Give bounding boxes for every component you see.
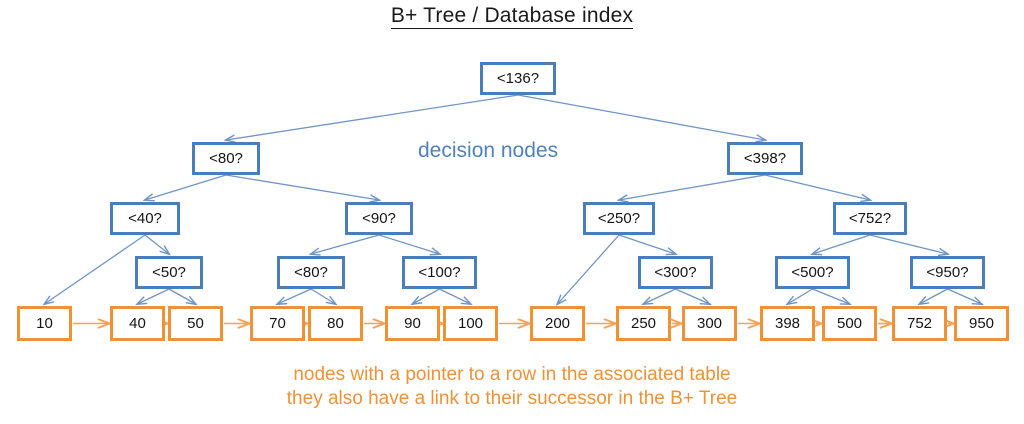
tree-edge	[278, 288, 312, 304]
tree-edge	[144, 234, 169, 254]
tree-edge	[225, 174, 379, 200]
leaf-node-40[interactable]: 40	[110, 306, 165, 341]
tree-edge	[310, 288, 336, 304]
tree-edge	[45, 234, 146, 304]
leaf-node-398[interactable]: 398	[760, 306, 815, 341]
tree-edge	[517, 94, 765, 140]
tree-edge	[813, 234, 871, 254]
decision-node-300[interactable]: <300?	[638, 256, 713, 289]
tree-edge	[439, 288, 471, 304]
tree-edge	[378, 234, 440, 254]
page-title-text: B+ Tree / Database index	[390, 4, 634, 29]
tree-edge	[869, 234, 948, 254]
leaf-nodes-caption: nodes with a pointer to a row in the ass…	[0, 363, 1024, 411]
decision-node-398[interactable]: <398?	[727, 142, 803, 175]
decision-nodes-annotation: decision nodes	[418, 139, 559, 162]
decision-node-950[interactable]: <950?	[910, 256, 985, 289]
tree-edge	[812, 288, 850, 304]
decision-node-250[interactable]: <250?	[583, 202, 655, 235]
decision-node-40[interactable]: <40?	[110, 202, 180, 235]
tree-edge	[226, 94, 519, 140]
page-title: B+ Tree / Database index	[0, 4, 1024, 29]
tree-edge	[138, 288, 170, 304]
leaf-node-100[interactable]: 100	[443, 306, 498, 341]
leaf-node-70[interactable]: 70	[250, 306, 305, 341]
leaf-node-90[interactable]: 90	[385, 306, 440, 341]
leaf-node-300[interactable]: 300	[682, 306, 737, 341]
tree-edge	[618, 234, 676, 254]
tree-edge	[947, 288, 982, 304]
decision-node-752[interactable]: <752?	[833, 202, 907, 235]
leaf-node-10[interactable]: 10	[17, 306, 72, 341]
tree-edge	[675, 288, 710, 304]
leaf-node-80[interactable]: 80	[308, 306, 363, 341]
leaf-node-50[interactable]: 50	[168, 306, 223, 341]
decision-node-100[interactable]: <100?	[402, 256, 477, 289]
tree-edge	[413, 288, 440, 304]
decision-node-500[interactable]: <500?	[775, 256, 850, 289]
leaf-node-500[interactable]: 500	[822, 306, 877, 341]
tree-edge	[145, 174, 227, 200]
caption-line-1: nodes with a pointer to a row in the ass…	[293, 364, 731, 385]
leaf-node-200[interactable]: 200	[530, 306, 585, 341]
tree-edge	[644, 288, 676, 304]
decision-node-80[interactable]: <80?	[192, 142, 260, 175]
decision-node-136[interactable]: <136?	[480, 62, 556, 95]
tree-edge	[558, 234, 620, 304]
decision-node-80[interactable]: <80?	[277, 256, 345, 289]
leaf-node-752[interactable]: 752	[892, 306, 947, 341]
leaf-node-250[interactable]: 250	[616, 306, 671, 341]
tree-edge	[764, 174, 870, 200]
tree-edge	[619, 174, 766, 200]
caption-line-2: they also have a link to their successor…	[286, 388, 738, 409]
tree-edge	[920, 288, 948, 304]
tree-edge	[168, 288, 196, 304]
tree-edge	[311, 234, 380, 254]
decision-node-50[interactable]: <50?	[135, 256, 203, 289]
decision-node-90[interactable]: <90?	[345, 202, 413, 235]
leaf-node-950[interactable]: 950	[954, 306, 1009, 341]
tree-edge	[788, 288, 813, 304]
